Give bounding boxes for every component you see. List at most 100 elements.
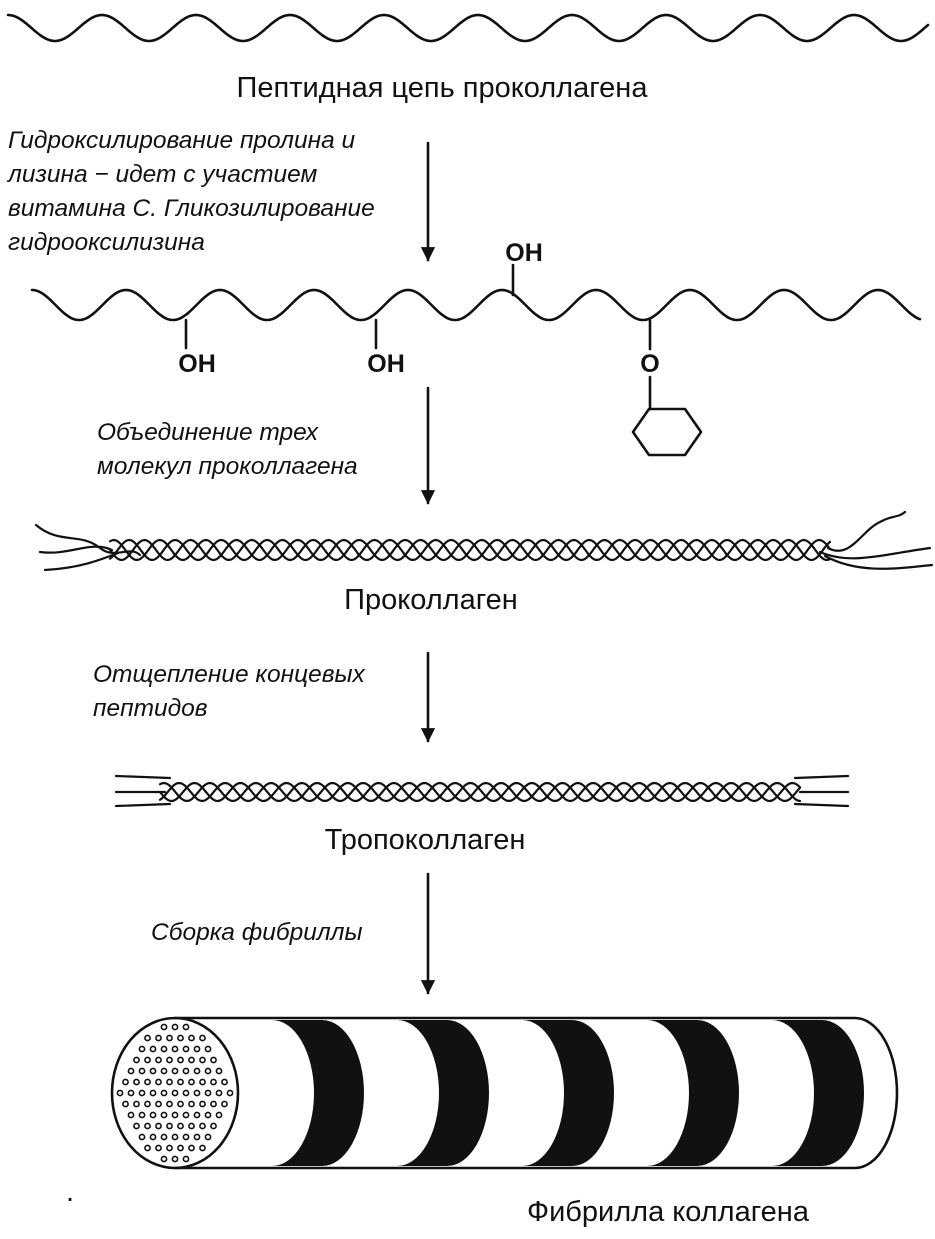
fibril-dot-16: [204, 1045, 212, 1053]
step-hydroxylation-line-4: гидрооксилизина: [8, 229, 205, 256]
fibril-dot-34: [122, 1078, 129, 1086]
tropocollagen-label: Тропоколлаген: [325, 824, 526, 856]
fibril-dot-71: [193, 1111, 201, 1119]
fibril-dot-8: [188, 1034, 195, 1042]
fibril-dot-87: [193, 1133, 201, 1141]
fibril-dot-2: [171, 1023, 179, 1031]
fibril-dot-85: [171, 1133, 179, 1141]
fibril-dot-55: [122, 1100, 129, 1108]
fibril-cross-section-dots: [116, 1023, 234, 1163]
fibril-dot-37: [155, 1078, 162, 1086]
fibril-dot-77: [166, 1122, 173, 1130]
step-cleavage-line-2: пептидов: [93, 695, 208, 722]
fibril-label: Фибрилла коллагена: [527, 1196, 810, 1228]
tropocollagen-tail-6: [793, 802, 850, 808]
fibril-dot-29: [171, 1067, 179, 1075]
fibril-dot-30: [182, 1067, 190, 1075]
fibril-dot-97: [182, 1155, 190, 1163]
fibril-dot-70: [182, 1111, 190, 1119]
fibril-dot-4: [144, 1034, 151, 1042]
fibril-dot-39: [177, 1078, 184, 1086]
fibril-dot-19: [155, 1056, 162, 1064]
fibril-dot-84: [160, 1133, 168, 1141]
fibril-dot-24: [210, 1056, 217, 1064]
fibril-dot-31: [193, 1067, 201, 1075]
fibril-dot-20: [166, 1056, 173, 1064]
fibril-dot-46: [138, 1089, 146, 1097]
fibril-dot-15: [193, 1045, 201, 1053]
procollagen-strand-2: [108, 539, 832, 562]
fibril-dot-6: [166, 1034, 173, 1042]
step-hydroxylation-line-2: лизина − идет с участием: [6, 161, 317, 188]
procollagen-end-peptide-1: [34, 523, 142, 557]
fibril-dot-52: [204, 1089, 212, 1097]
fibril-dot-88: [204, 1133, 212, 1141]
fibril-dot-21: [177, 1056, 184, 1064]
fibril-dot-62: [199, 1100, 206, 1108]
procollagen-strand-3: [108, 538, 832, 561]
hydroxyl-group-1: OH: [178, 350, 216, 378]
fibril-dot-42: [210, 1078, 217, 1086]
fibril-dot-67: [149, 1111, 157, 1119]
fibril-dot-63: [210, 1100, 217, 1108]
procollagen-end-peptide-2: [38, 545, 114, 554]
fibril-dot-23: [199, 1056, 206, 1064]
peptide-chain-label: Пептидная цепь проколлагена: [237, 72, 649, 104]
fibril-dot-54: [226, 1089, 234, 1097]
fibril-dot-92: [177, 1144, 184, 1152]
step-hydroxylation-line-1: Гидроксилирование пролина и: [8, 127, 356, 154]
fibril-dot-64: [221, 1100, 228, 1108]
fibril-dot-65: [127, 1111, 135, 1119]
fibril-dot-17: [133, 1056, 140, 1064]
fibril-dark-band-3: [522, 1020, 614, 1166]
fibril-dot-53: [215, 1089, 223, 1097]
tropocollagen-strand-2: [158, 782, 802, 803]
procollagen-end-peptide-3: [43, 551, 120, 572]
fibril-dot-38: [166, 1078, 173, 1086]
step-assembly-line-1: Сборка фибриллы: [151, 919, 363, 946]
fibril-dot-51: [193, 1089, 201, 1097]
fibril-dot-83: [149, 1133, 157, 1141]
fibril-dot-26: [138, 1067, 146, 1075]
procollagen-label: Проколлаген: [344, 584, 518, 616]
fibril-dot-5: [155, 1034, 162, 1042]
fibril-dot-49: [171, 1089, 179, 1097]
fibril-dot-59: [166, 1100, 173, 1108]
step-hydroxylation-text: Гидроксилирование пролина и лизина − иде…: [6, 127, 375, 256]
fibril-dot-13: [171, 1045, 179, 1053]
fibril-dot-89: [144, 1144, 151, 1152]
step-union-line-1: Объединение трех: [97, 419, 319, 446]
fibril-dark-band-2: [397, 1020, 489, 1166]
tropocollagen-tail-1: [114, 774, 172, 780]
step-union-text: Объединение трех молекул проколлагена: [97, 419, 358, 480]
fibril-dot-18: [144, 1056, 151, 1064]
procollagen-end-peptide-5: [818, 546, 932, 560]
fibril-dot-72: [204, 1111, 212, 1119]
fibril-dot-9: [199, 1034, 206, 1042]
fibril-dot-60: [177, 1100, 184, 1108]
tropocollagen-tail-3: [114, 802, 172, 808]
fibril-dot-56: [133, 1100, 140, 1108]
step-hydroxylation-line-3: витамина С. Гликозилирование: [8, 195, 375, 222]
fibril-dot-35: [133, 1078, 140, 1086]
fibril-dot-90: [155, 1144, 162, 1152]
fibril-dot-32: [204, 1067, 212, 1075]
fibril-dot-57: [144, 1100, 151, 1108]
fibril-dot-7: [177, 1034, 184, 1042]
peptide-chain-wave: [6, 13, 930, 43]
fibril-dot-33: [215, 1067, 223, 1075]
collagen-fibril-cylinder: [110, 1016, 899, 1170]
fibril-dot-91: [166, 1144, 173, 1152]
step-cleavage-text: Отщепление концевых пептидов: [93, 661, 366, 722]
fibril-dot-74: [133, 1122, 140, 1130]
procollagen-triple-helix: [34, 510, 934, 572]
tropocollagen-strand-3: [158, 781, 802, 802]
sugar-ring-hexagon: [631, 407, 703, 457]
fibril-dot-45: [127, 1089, 135, 1097]
procollagen-end-peptide-6: [823, 554, 934, 570]
fibril-dot-25: [127, 1067, 135, 1075]
fibril-dot-96: [171, 1155, 179, 1163]
fibril-dot-82: [138, 1133, 146, 1141]
fibril-dot-41: [199, 1078, 206, 1086]
